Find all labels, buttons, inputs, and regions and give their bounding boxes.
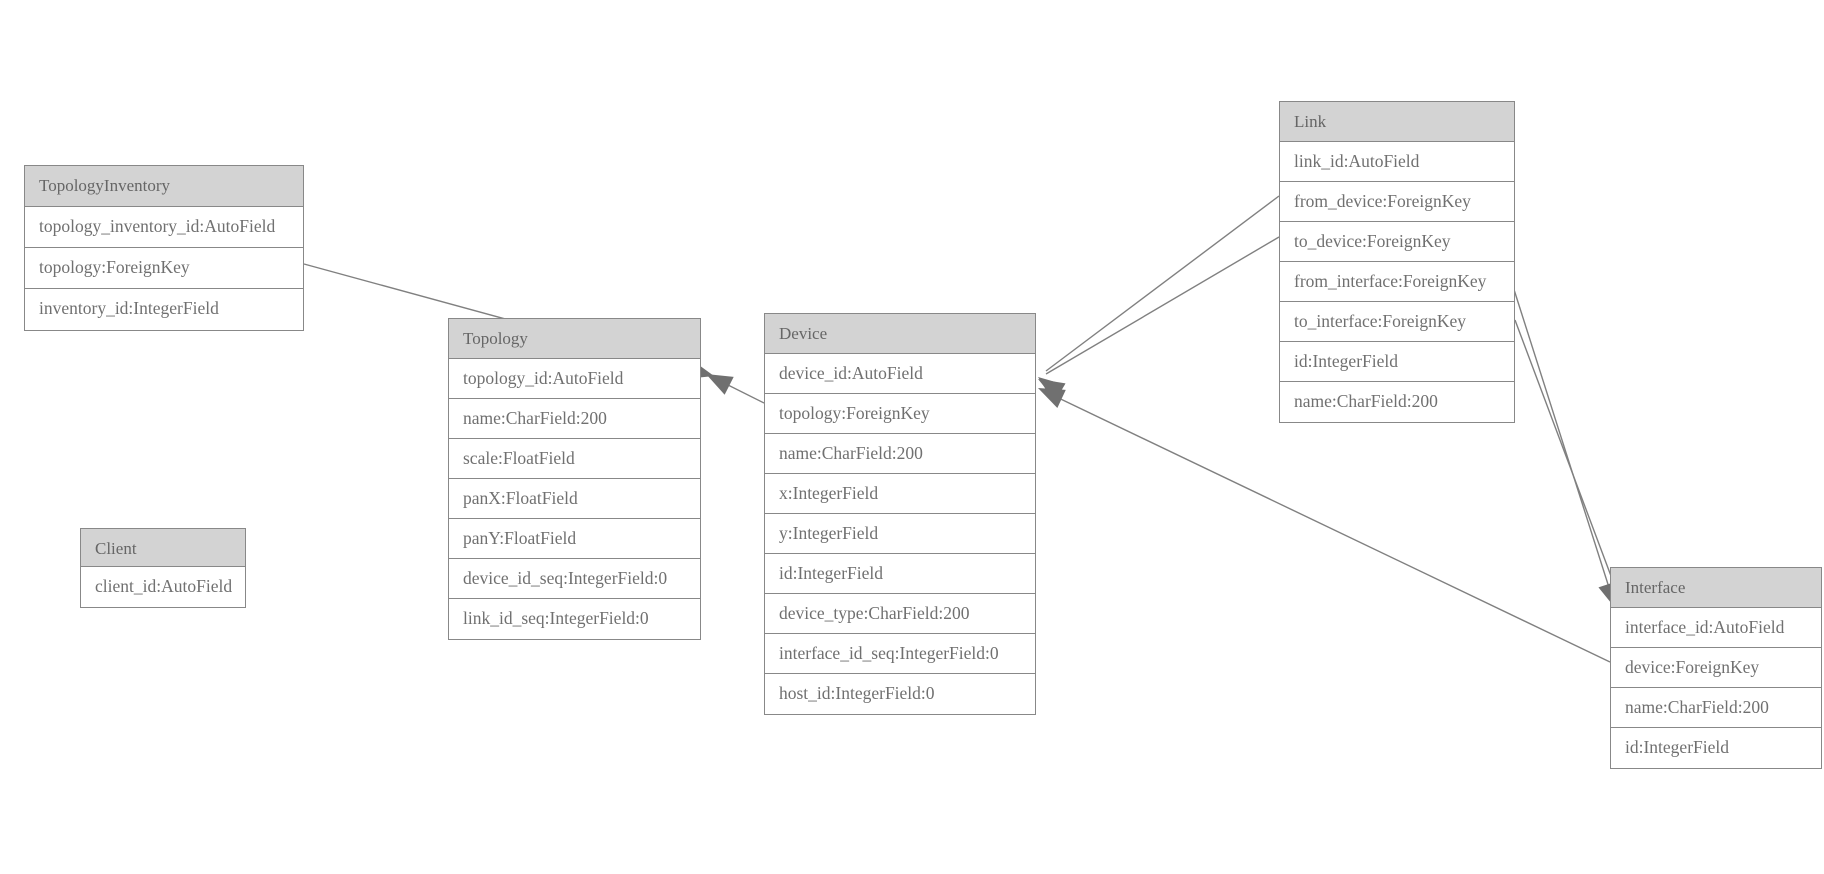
entity-field-row: device_id:AutoField xyxy=(765,354,1035,394)
entity-field-row: id:IntegerField xyxy=(1611,728,1821,768)
entity-field-row: y:IntegerField xyxy=(765,514,1035,554)
entity-field-row: device_type:CharField:200 xyxy=(765,594,1035,634)
entity-field-row: link_id:AutoField xyxy=(1280,142,1514,182)
relationship-line xyxy=(1045,236,1280,375)
entity-title-topology: Topology xyxy=(449,319,700,359)
entity-field-row: client_id:AutoField xyxy=(81,567,245,607)
entity-field-row: topology:ForeignKey xyxy=(25,248,303,289)
relationship-arrowhead xyxy=(1038,377,1065,401)
entity-field-row: from_interface:ForeignKey xyxy=(1280,262,1514,302)
entity-field-row: device_id_seq:IntegerField:0 xyxy=(449,559,700,599)
entity-field-row: x:IntegerField xyxy=(765,474,1035,514)
relationship-line xyxy=(1045,195,1280,372)
relationship-link-to-device xyxy=(1038,236,1280,401)
entity-field-row: interface_id:AutoField xyxy=(1611,608,1821,648)
entity-field-row: scale:FloatField xyxy=(449,439,700,479)
entity-field-row: name:CharField:200 xyxy=(449,399,700,439)
relationship-line xyxy=(1045,391,1611,663)
entity-field-row: panX:FloatField xyxy=(449,479,700,519)
entity-field-row: topology_id:AutoField xyxy=(449,359,700,399)
relationship-link-from-device xyxy=(1038,195,1280,401)
relationship-line xyxy=(1509,276,1614,601)
entity-field-row: panY:FloatField xyxy=(449,519,700,559)
entity-field-row: name:CharField:200 xyxy=(765,434,1035,474)
entity-field-row: to_device:ForeignKey xyxy=(1280,222,1514,262)
entity-field-row: host_id:IntegerField:0 xyxy=(765,674,1035,714)
entity-title-link: Link xyxy=(1280,102,1514,142)
entity-title-device: Device xyxy=(765,314,1035,354)
entity-field-row: from_device:ForeignKey xyxy=(1280,182,1514,222)
entity-field-row: name:CharField:200 xyxy=(1611,688,1821,728)
entity-title-client: Client xyxy=(81,529,245,567)
entity-field-row: id:IntegerField xyxy=(765,554,1035,594)
entity-field-row: link_id_seq:IntegerField:0 xyxy=(449,599,700,639)
relationship-link-from-interface xyxy=(1509,276,1618,609)
entity-field-row: topology:ForeignKey xyxy=(765,394,1035,434)
relationship-arrowhead xyxy=(706,374,734,395)
entity-field-row: topology_inventory_id:AutoField xyxy=(25,207,303,248)
relationship-line xyxy=(1514,319,1621,601)
entity-field-row: id:IntegerField xyxy=(1280,342,1514,382)
entity-field-row: interface_id_seq:IntegerField:0 xyxy=(765,634,1035,674)
entity-field-row: inventory_id:IntegerField xyxy=(25,289,303,330)
relationship-arrowhead xyxy=(1038,388,1066,409)
relationship-arrowhead xyxy=(1038,379,1066,401)
relationship-line xyxy=(711,376,765,404)
entity-title-topology-inventory: TopologyInventory xyxy=(25,166,303,207)
relationship-device-topology xyxy=(706,374,765,404)
entity-field-row: to_interface:ForeignKey xyxy=(1280,302,1514,342)
entity-field-row: device:ForeignKey xyxy=(1611,648,1821,688)
entity-field-row: name:CharField:200 xyxy=(1280,382,1514,422)
entity-title-interface: Interface xyxy=(1611,568,1821,608)
